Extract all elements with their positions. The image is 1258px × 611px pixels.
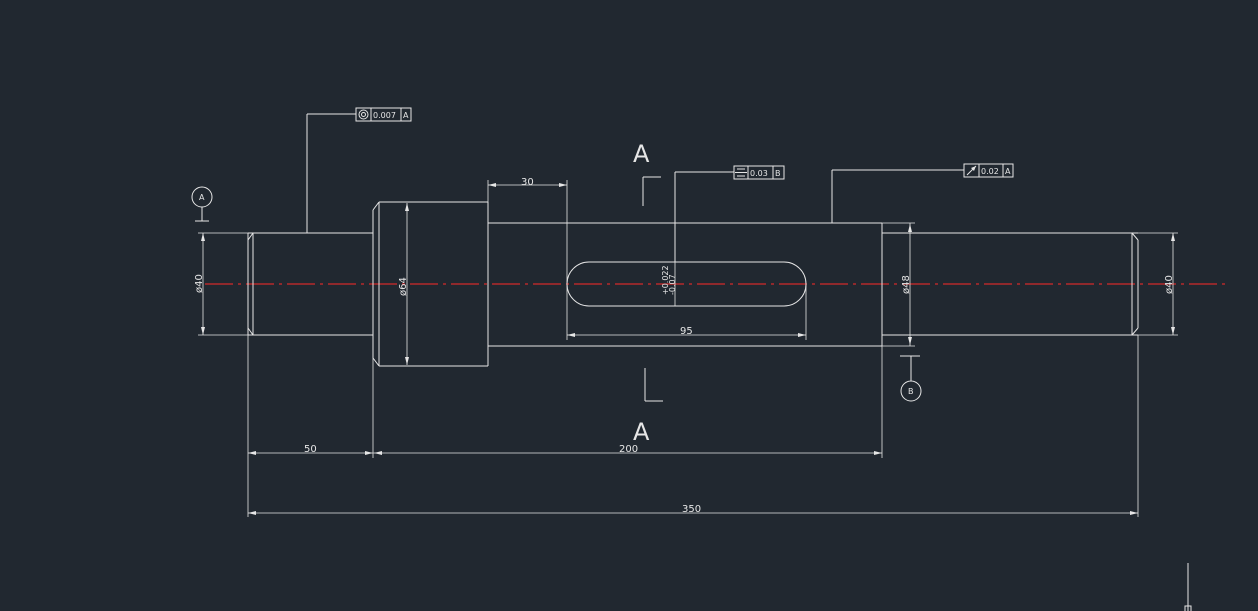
dim-lengths-bottom: 50 200 350 [247, 335, 1139, 517]
dim-collar-diameter: ø64 [398, 203, 409, 365]
dim-middle-dia-text: ø48 [901, 275, 912, 294]
dim-middle-diameter: ø48 [882, 222, 915, 347]
shaft-outline [247, 201, 1139, 367]
dim-keyway-length: 95 [567, 284, 807, 340]
symmetry-value: 0.03 [750, 169, 768, 178]
dim-collar-dia-text: ø64 [398, 277, 409, 296]
circular-runout-datum: A [1005, 167, 1011, 176]
gdt-frame-runout[interactable]: 0.007 A [306, 107, 412, 233]
dim-keyway-width: +0.022 -0.07 [661, 262, 677, 306]
circular-runout-icon [966, 165, 977, 176]
gdt-frame-symmetry[interactable]: 0.03 B [674, 165, 785, 262]
dim-keyway-offset: 30 [487, 177, 568, 340]
dim-right-diameter: ø40 [1138, 232, 1178, 336]
datum-a[interactable]: A [191, 186, 213, 222]
keyway-tol-lower: -0.07 [668, 274, 677, 295]
dim-middle-length-text: 200 [619, 444, 638, 455]
cursor-crosshair [1184, 563, 1192, 611]
section-bottom-label: A [633, 418, 650, 446]
dim-left-diameter: ø40 [194, 232, 248, 336]
runout-icon [358, 109, 369, 120]
dim-left-dia-text: ø40 [194, 274, 205, 293]
circular-runout-value: 0.02 [981, 167, 999, 176]
symmetry-icon [735, 168, 747, 177]
dim-keyway-length-text: 95 [680, 326, 693, 337]
section-top-label: A [633, 140, 650, 168]
gdt-frame-circular-runout[interactable]: 0.02 A [831, 163, 1014, 223]
runout-datum: A [403, 111, 409, 120]
runout-value: 0.007 [373, 111, 396, 120]
datum-b[interactable]: B [900, 355, 922, 402]
keyway-slot[interactable] [566, 261, 807, 307]
section-marker-bottom: A [633, 368, 663, 446]
dim-overall-length-text: 350 [682, 504, 701, 515]
dim-right-dia-text: ø40 [1164, 275, 1175, 294]
dim-left-length-text: 50 [304, 444, 317, 455]
dim-keyway-offset-text: 30 [521, 177, 534, 188]
datum-a-label: A [199, 193, 205, 202]
symmetry-datum: B [775, 169, 781, 178]
keyway-tol-upper: +0.022 [661, 265, 670, 295]
section-marker-top: A [633, 140, 661, 206]
datum-b-label: B [908, 387, 914, 396]
